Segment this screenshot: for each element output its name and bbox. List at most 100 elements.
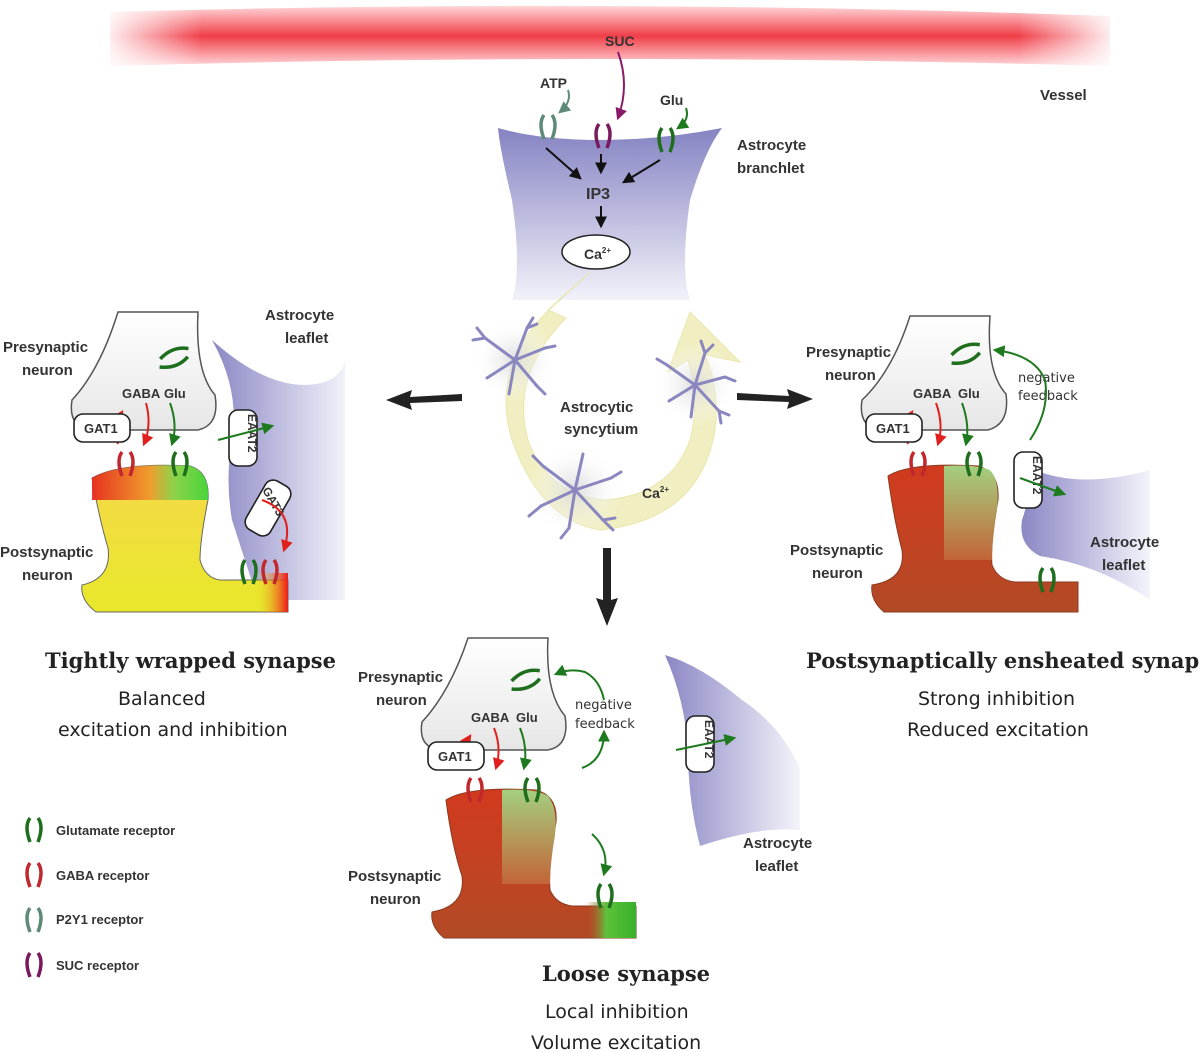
glu-top-label: Glu bbox=[660, 92, 683, 108]
ensheated-gat1-label: GAT1 bbox=[876, 421, 910, 436]
loose-gat1-label: GAT1 bbox=[438, 749, 472, 764]
tight-leaflet-label-1: Astrocyte bbox=[265, 307, 334, 324]
p2y1-receptor-legend-icon bbox=[25, 906, 43, 933]
loose-glutamate-receptor-presyn-icon bbox=[510, 668, 542, 692]
ensheated-glutamate-receptor-post-icon bbox=[965, 450, 983, 477]
ensheated-gat1-transporter bbox=[865, 413, 923, 443]
tight-gaba-receptor-shaft-icon bbox=[261, 558, 279, 585]
tight-synapse-title: Tightly wrapped synapse bbox=[45, 648, 336, 673]
syncytium-label-1: Astrocytic bbox=[560, 399, 633, 416]
tight-gat1-label: GAT1 bbox=[84, 421, 118, 436]
tight-postsyn-label-1: Postsynaptic bbox=[0, 544, 93, 561]
loose-synapse-title: Loose synapse bbox=[542, 961, 710, 986]
loose-postsyn-label-1: Postsynaptic bbox=[348, 868, 441, 885]
loose-feedback-label-2: feedback bbox=[575, 717, 635, 732]
vessel bbox=[100, 0, 1120, 80]
legend-label: SUC receptor bbox=[56, 958, 139, 973]
loose-glutamate-receptor-post-icon bbox=[523, 776, 541, 803]
legend: Glutamate receptor GABA receptor P2Y1 re… bbox=[25, 816, 175, 978]
legend-label: GABA receptor bbox=[56, 868, 149, 883]
ensheated-feedback-label-2: feedback bbox=[1018, 389, 1078, 404]
tight-presynaptic-terminal bbox=[70, 311, 217, 431]
loose-leaflet-label-2: leaflet bbox=[755, 858, 798, 875]
ensheated-presynaptic-terminal bbox=[860, 315, 1008, 431]
legend-item: GABA receptor bbox=[25, 861, 149, 888]
tight-gaba-receptor-icon bbox=[117, 450, 135, 477]
tight-presyn-label-1: Presynaptic bbox=[3, 339, 88, 356]
ensheated-glutamate-receptor-shaft-icon bbox=[1038, 566, 1056, 593]
loose-presyn-label-1: Presynaptic bbox=[358, 669, 443, 686]
tight-gat3-transporter bbox=[244, 479, 292, 537]
ensheated-astrocyte-leaflet bbox=[1021, 468, 1150, 600]
calcium-store bbox=[561, 234, 631, 270]
tight-glu-label: Glu bbox=[164, 386, 186, 401]
ensheated-glu-label: Glu bbox=[958, 386, 980, 401]
astrocyte-branchlet bbox=[498, 128, 722, 300]
syncytium-label-2: syncytium bbox=[564, 421, 638, 438]
loose-presynaptic-terminal bbox=[420, 637, 567, 751]
tight-gaba-label: GABA bbox=[122, 386, 161, 401]
ensheated-gaba-receptor-icon bbox=[909, 450, 927, 477]
loose-leaflet-label-1: Astrocyte bbox=[743, 835, 812, 852]
tight-synapse bbox=[70, 311, 345, 613]
tight-glutamate-receptor-presyn-icon bbox=[159, 346, 190, 370]
suc-label: SUC bbox=[605, 33, 635, 49]
tight-postsyn-label-2: neuron bbox=[22, 567, 73, 584]
ensheated-glutamate-receptor-presyn-icon bbox=[950, 342, 982, 366]
loose-synapse-sub-2: Volume excitation bbox=[531, 1032, 701, 1052]
tight-glutamate-receptor-post-icon bbox=[171, 450, 189, 477]
loose-synapse-sub-1: Local inhibition bbox=[545, 1001, 689, 1023]
ensheated-gaba-label: GABA bbox=[913, 386, 952, 401]
tight-presyn-label-2: neuron bbox=[22, 362, 73, 379]
gaba-receptor-icon bbox=[25, 861, 43, 888]
ensheated-synapse-sub-1: Strong inhibition bbox=[918, 688, 1075, 710]
ensheated-eaat2-label: EAAT2 bbox=[1030, 456, 1044, 495]
astrocyte-cell-icon-1 bbox=[471, 316, 557, 402]
loose-synapse bbox=[420, 637, 800, 939]
tight-synapse-sub-1: Balanced bbox=[118, 688, 206, 710]
tight-synapse-sub-2: excitation and inhibition bbox=[58, 719, 288, 741]
loose-postsyn-label-2: neuron bbox=[370, 891, 421, 908]
syncytium-calcium-label: Ca2+ bbox=[642, 485, 669, 501]
loose-gaba-label: GABA bbox=[471, 710, 510, 725]
ensheated-postsyn-label-2: neuron bbox=[812, 565, 863, 582]
ip3-label: IP3 bbox=[586, 186, 610, 203]
astrocyte-cell-icon-3 bbox=[527, 442, 623, 540]
ensheated-synapse-title: Postsynaptically ensheated synapse bbox=[806, 648, 1200, 673]
tight-astrocyte-leaflet bbox=[212, 340, 345, 600]
glutamate-receptor-branchlet-icon bbox=[657, 126, 675, 153]
loose-gat1-transporter bbox=[427, 741, 485, 771]
ensheated-presyn-label-1: Presynaptic bbox=[806, 344, 891, 361]
p2y1-receptor-icon bbox=[539, 113, 557, 140]
legend-label: Glutamate receptor bbox=[56, 823, 175, 838]
ensheated-feedback-label-1: negative bbox=[1018, 371, 1075, 386]
ensheated-synapse-sub-2: Reduced excitation bbox=[907, 719, 1089, 741]
loose-presyn-label-2: neuron bbox=[376, 692, 427, 709]
legend-item: P2Y1 receptor bbox=[25, 906, 143, 933]
vessel-label: Vessel bbox=[1040, 87, 1087, 104]
tight-gat1-transporter bbox=[73, 413, 131, 443]
ensheated-synapse bbox=[860, 315, 1150, 613]
ensheated-postsyn-label-1: Postsynaptic bbox=[790, 542, 883, 559]
loose-glu-label: Glu bbox=[516, 710, 538, 725]
glutamate-receptor-icon bbox=[25, 816, 43, 843]
loose-eaat2-transporter bbox=[685, 715, 715, 773]
loose-astrocyte-leaflet bbox=[665, 655, 800, 846]
ensheated-leaflet-label-2: leaflet bbox=[1102, 557, 1145, 574]
atp-label: ATP bbox=[540, 75, 567, 91]
branchlet-label-2: branchlet bbox=[737, 160, 805, 177]
suc-receptor-legend-icon bbox=[25, 951, 43, 978]
legend-label: P2Y1 receptor bbox=[56, 912, 143, 927]
ensheated-leaflet-label-1: Astrocyte bbox=[1090, 534, 1159, 551]
suc-receptor-icon bbox=[594, 122, 612, 149]
ensheated-presyn-label-2: neuron bbox=[825, 367, 876, 384]
loose-eaat2-label: EAAT2 bbox=[702, 720, 716, 759]
loose-feedback-label-1: negative bbox=[575, 698, 632, 713]
arrow-to-loose-synapse bbox=[596, 548, 618, 626]
tight-eaat2-label: EAAT2 bbox=[245, 414, 259, 453]
tight-leaflet-label-2: leaflet bbox=[285, 330, 328, 347]
loose-glutamate-receptor-shaft-icon bbox=[596, 882, 614, 909]
legend-item: Glutamate receptor bbox=[25, 816, 175, 843]
loose-gaba-receptor-icon bbox=[466, 776, 484, 803]
